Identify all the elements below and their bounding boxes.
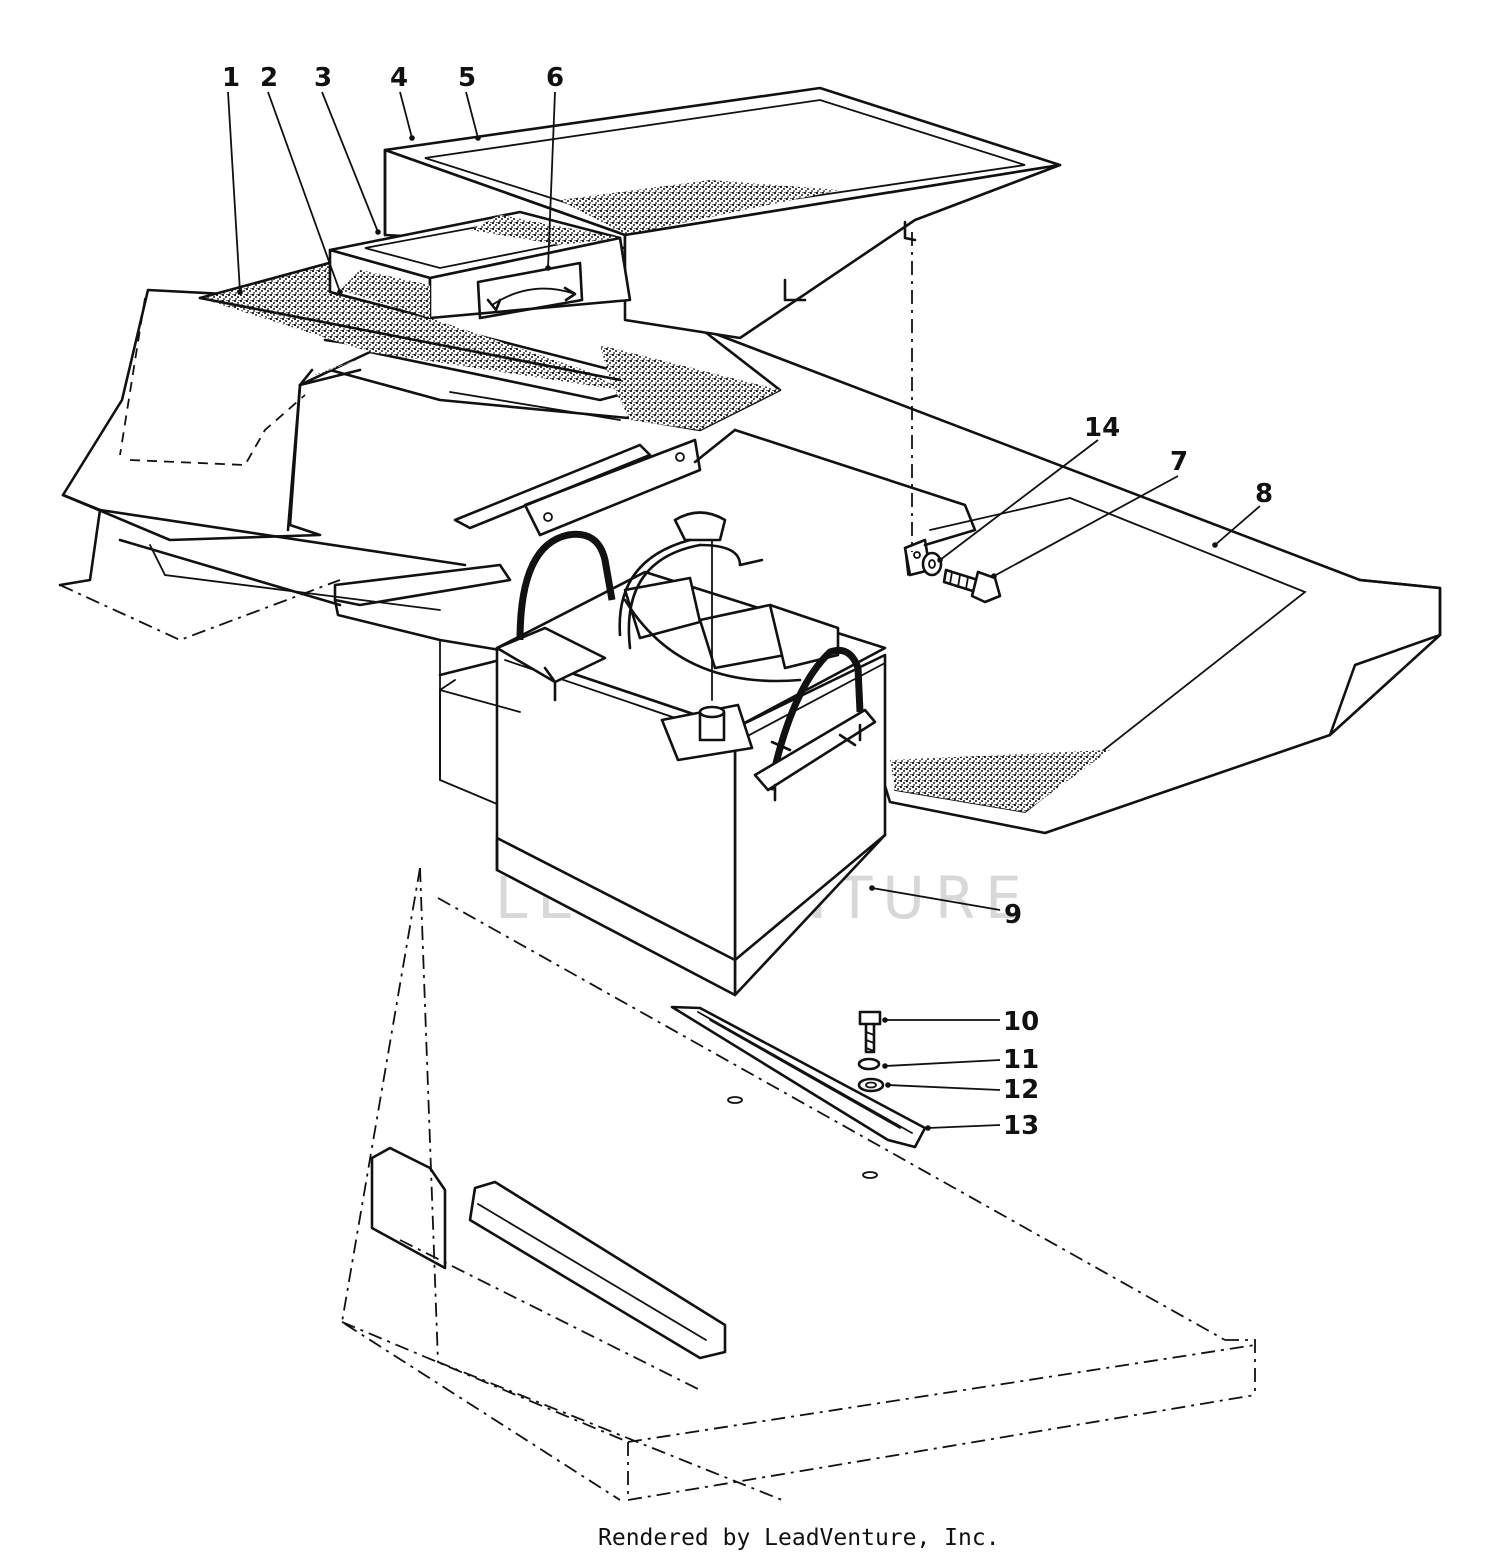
callout-14: 14 [1084,413,1120,443]
callout-10: 10 [1003,1007,1039,1037]
callout-1: 1 [222,63,240,93]
footer-credit: Rendered by LeadVenture, Inc. [598,1525,1000,1551]
callout-13: 13 [1003,1111,1039,1141]
callout-11: 11 [1003,1045,1039,1075]
callout-12: 12 [1003,1075,1039,1105]
callout-4: 4 [390,63,408,93]
callout-7: 7 [1170,447,1188,477]
screw-and-washer [921,551,1002,604]
battery [439,511,887,997]
console-box [328,86,1062,552]
lower-floor-pan [341,867,1256,1502]
callout-2: 2 [260,63,278,93]
callout-labels: 1 2 3 4 5 6 7 8 9 10 11 12 13 14 [222,63,1273,1141]
hold-down-bar [670,1005,927,1149]
callout-8: 8 [1255,479,1273,509]
callout-6: 6 [546,63,564,93]
floor-panel [698,326,1442,835]
seat-pan [198,258,622,390]
callout-3: 3 [314,63,332,93]
bolt-and-washers [857,1010,885,1093]
callout-leaders [227,91,1261,1131]
callout-5: 5 [458,63,476,93]
callout-9: 9 [1004,900,1022,930]
